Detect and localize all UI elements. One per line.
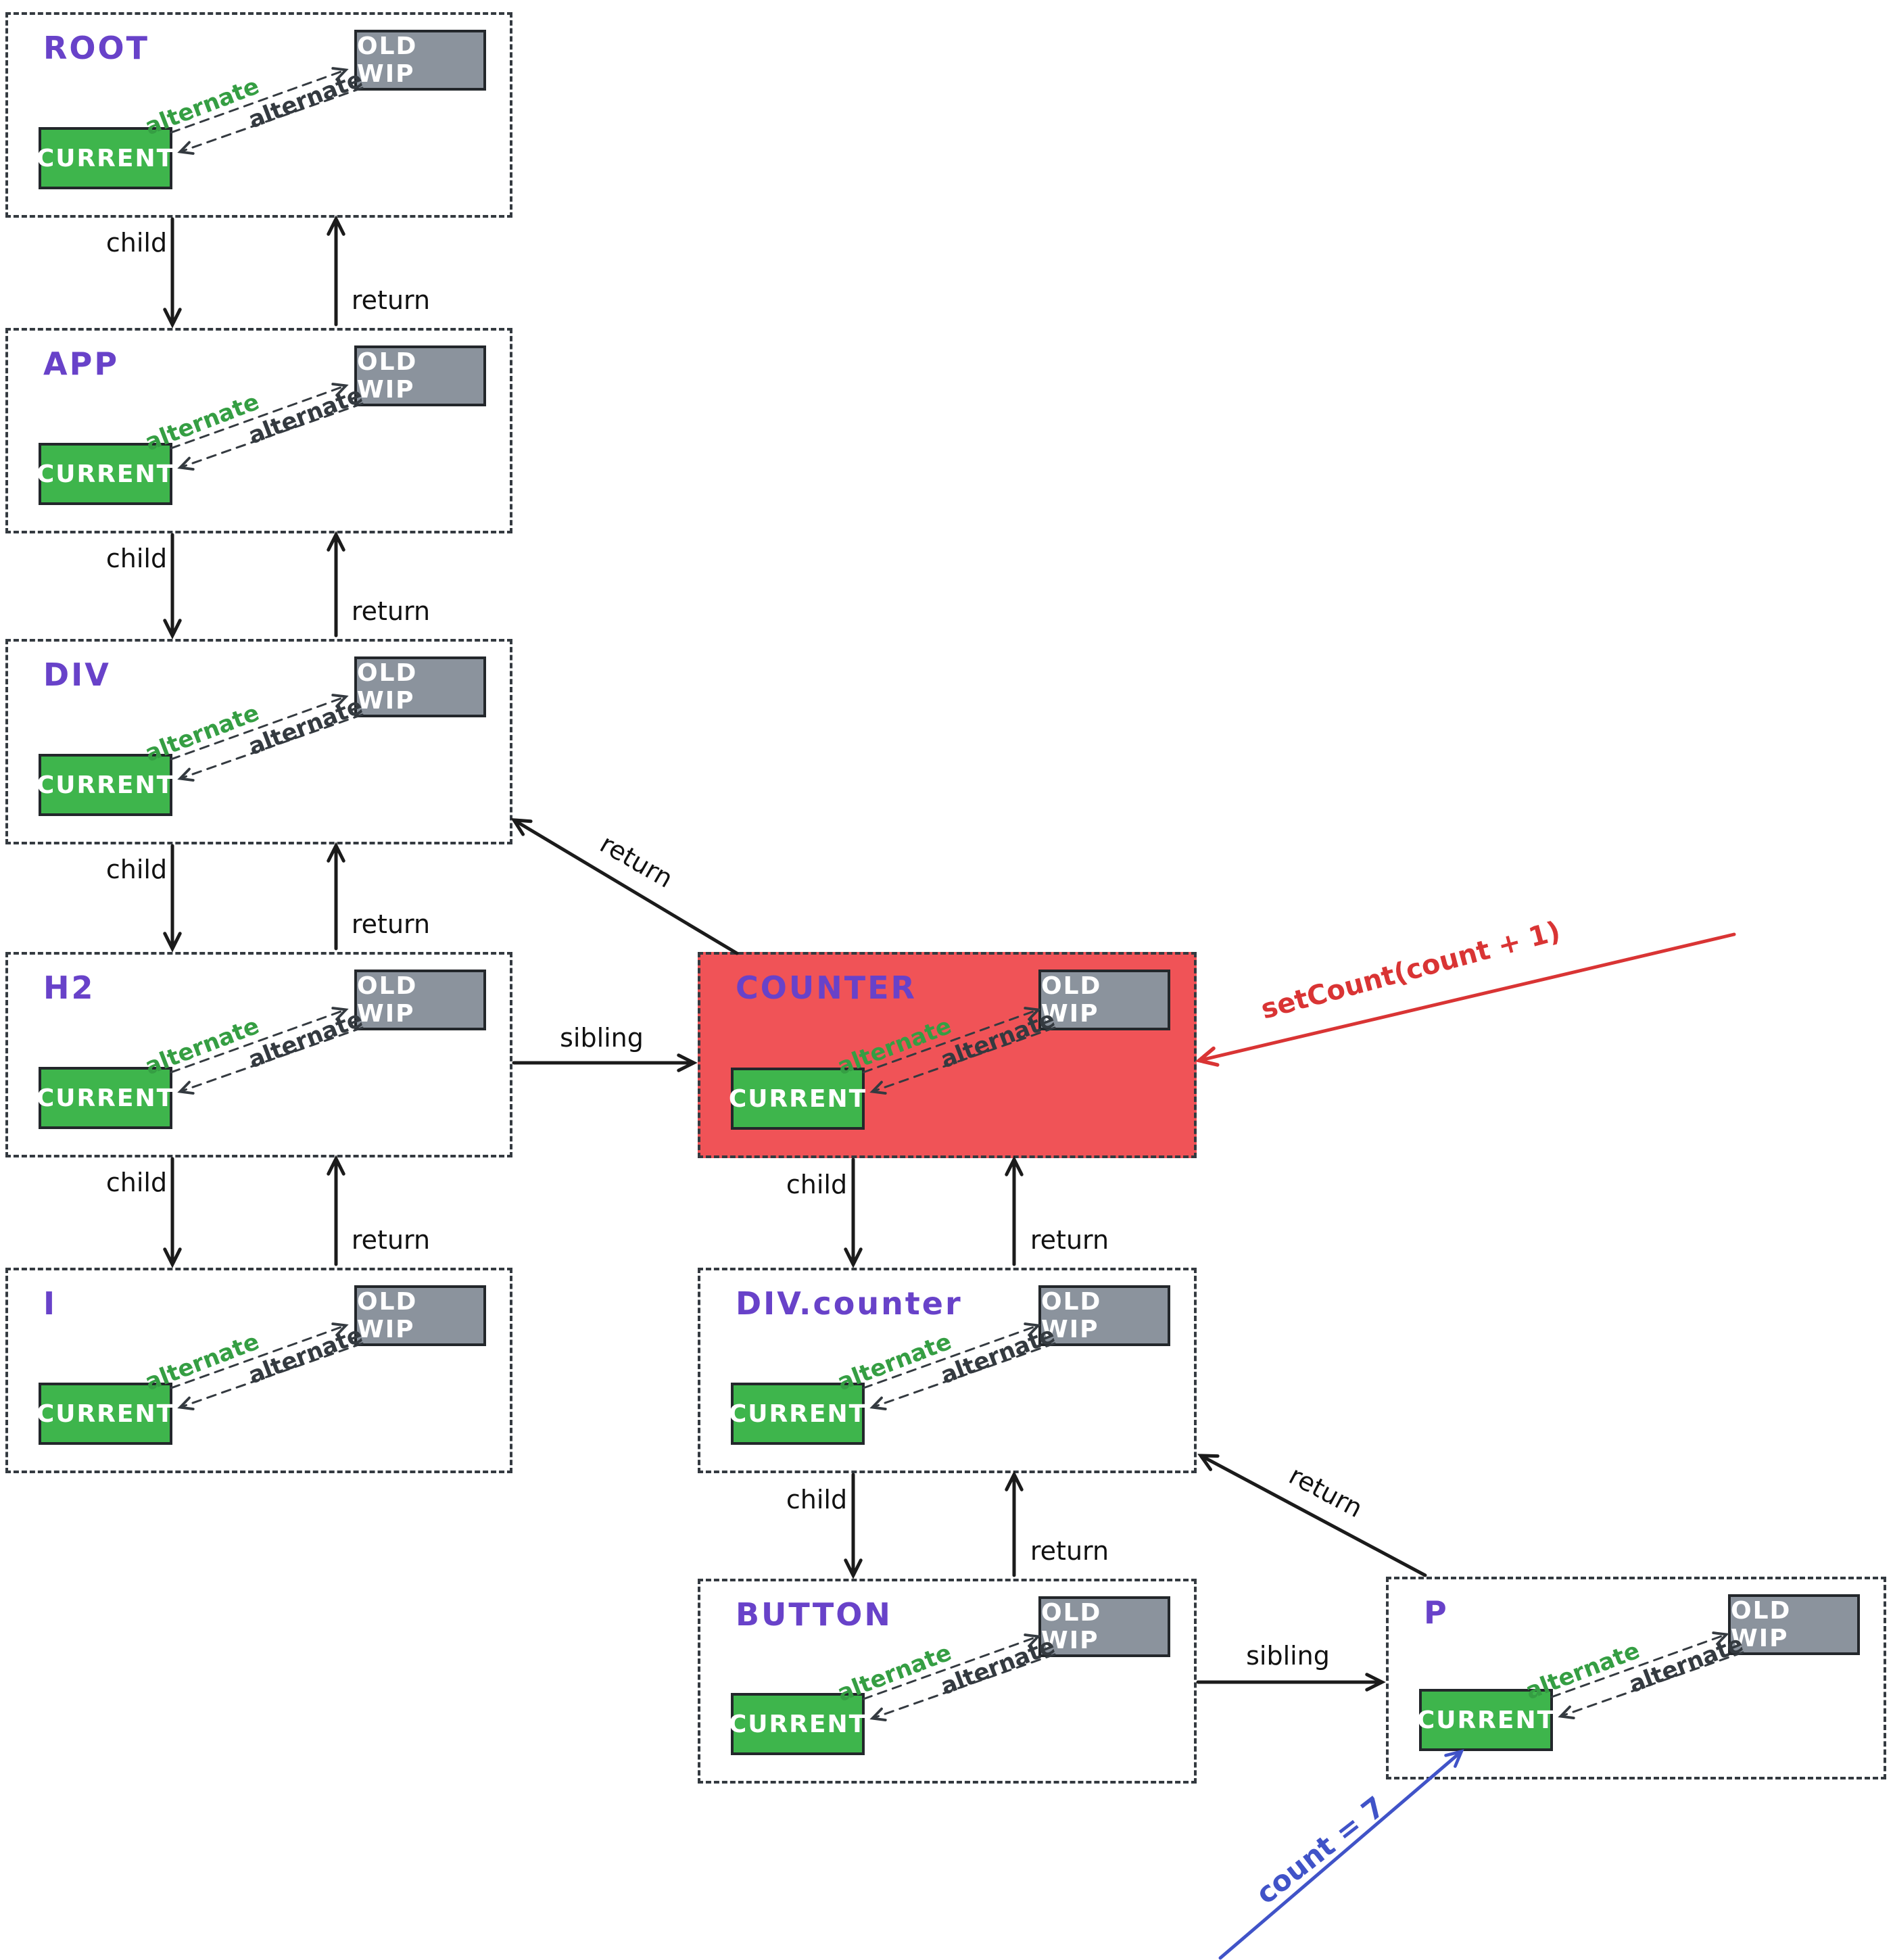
old-wip-label: OLD WIP <box>1041 1599 1102 1654</box>
edge-label: return <box>595 829 678 894</box>
node-title-div: DIV <box>43 656 111 693</box>
current-box: CURRENT <box>36 1383 175 1445</box>
old-wip-label: OLD WIP <box>1041 972 1102 1028</box>
current-label: CURRENT <box>36 1400 175 1428</box>
fiber-node-p: P OLD WIP CURRENT <box>1386 1577 1886 1779</box>
edge-label: sibling <box>1246 1641 1330 1671</box>
old-wip-box: OLD WIP <box>354 970 486 1030</box>
node-title-h2: H2 <box>43 970 95 1006</box>
edge-label: return <box>1030 1536 1109 1566</box>
node-title-counter: COUNTER <box>736 970 917 1006</box>
old-wip-label: OLD WIP <box>357 32 418 88</box>
current-box: CURRENT <box>36 754 175 816</box>
current-box: CURRENT <box>36 127 175 189</box>
current-label: CURRENT <box>728 1400 867 1428</box>
edge-label: child <box>106 228 167 258</box>
setcount-label: setCount(count + 1) <box>1257 915 1563 1025</box>
count-label: count = 7 <box>1249 1790 1391 1911</box>
old-wip-box: OLD WIP <box>1728 1594 1860 1655</box>
fiber-node-root: ROOT OLD WIP CURRENT <box>5 12 512 218</box>
current-box: CURRENT <box>728 1068 867 1130</box>
current-box: CURRENT <box>36 443 175 505</box>
current-label: CURRENT <box>36 771 175 799</box>
node-title-div-counter: DIV.counter <box>736 1285 963 1322</box>
edge-label: return <box>352 596 430 626</box>
old-wip-label: OLD WIP <box>357 659 418 715</box>
fiber-node-i: I OLD WIP CURRENT <box>5 1268 512 1473</box>
current-label: CURRENT <box>36 1084 175 1112</box>
old-wip-box: OLD WIP <box>1038 1596 1170 1657</box>
old-wip-label: OLD WIP <box>357 1288 418 1343</box>
edge-label: return <box>352 1225 430 1255</box>
current-label: CURRENT <box>728 1710 867 1738</box>
fiber-node-div: DIV OLD WIP CURRENT <box>5 639 512 844</box>
edge-label: return <box>1030 1225 1109 1255</box>
current-box: CURRENT <box>1416 1689 1556 1751</box>
old-wip-label: OLD WIP <box>357 972 418 1028</box>
current-box: CURRENT <box>728 1383 867 1445</box>
setcount-arrow <box>1195 932 1736 1067</box>
old-wip-box: OLD WIP <box>1038 1285 1170 1346</box>
old-wip-box: OLD WIP <box>354 656 486 717</box>
fiber-node-button: BUTTON OLD WIP CURRENT <box>698 1579 1197 1784</box>
edge-label: child <box>786 1170 847 1199</box>
current-label: CURRENT <box>36 144 175 172</box>
edge-return-p-divcounter <box>1197 1454 1427 1577</box>
old-wip-box: OLD WIP <box>354 1285 486 1346</box>
current-label: CURRENT <box>1416 1706 1556 1734</box>
count-arrow <box>1218 1749 1464 1960</box>
node-title-root: ROOT <box>43 30 150 66</box>
current-box: CURRENT <box>728 1693 867 1755</box>
node-title-app: APP <box>43 345 120 382</box>
fiber-node-counter: COUNTER OLD WIP CURRENT <box>698 952 1197 1158</box>
edge-label: return <box>352 909 430 939</box>
edge-label: return <box>1284 1460 1367 1523</box>
fiber-node-h2: H2 OLD WIP CURRENT <box>5 952 512 1157</box>
old-wip-label: OLD WIP <box>357 348 418 404</box>
current-label: CURRENT <box>36 460 175 488</box>
fiber-node-div-counter: DIV.counter OLD WIP CURRENT <box>698 1268 1197 1473</box>
old-wip-box: OLD WIP <box>354 345 486 406</box>
current-label: CURRENT <box>728 1084 867 1113</box>
node-title-p: P <box>1424 1594 1449 1631</box>
old-wip-label: OLD WIP <box>1041 1288 1102 1343</box>
old-wip-box: OLD WIP <box>1038 970 1170 1030</box>
edge-label: child <box>106 855 167 884</box>
edge-label: child <box>106 544 167 573</box>
edge-return-counter-div <box>510 818 739 955</box>
edge-label: return <box>352 285 430 315</box>
edge-label: child <box>786 1485 847 1514</box>
current-box: CURRENT <box>36 1067 175 1129</box>
node-title-button: BUTTON <box>736 1596 892 1633</box>
fiber-node-app: APP OLD WIP CURRENT <box>5 328 512 533</box>
node-title-i: I <box>43 1285 57 1322</box>
old-wip-box: OLD WIP <box>354 30 486 91</box>
old-wip-label: OLD WIP <box>1731 1597 1792 1652</box>
edge-label: sibling <box>560 1023 644 1053</box>
edge-label: child <box>106 1168 167 1197</box>
